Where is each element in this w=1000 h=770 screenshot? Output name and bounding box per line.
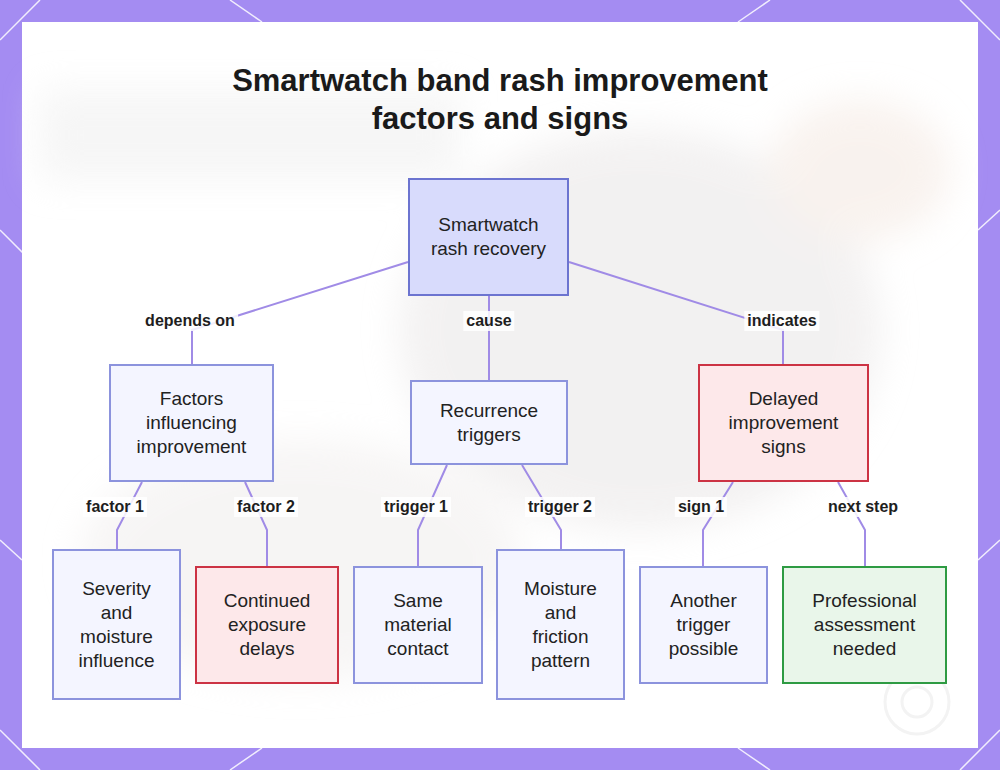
title-text: Smartwatch band rash improvement factors… <box>210 62 790 138</box>
edge-label: factor 1 <box>83 497 147 517</box>
edge-label: trigger 1 <box>381 497 451 517</box>
connector-line <box>703 482 733 566</box>
concept-box: Severity and moisture influence <box>52 549 181 700</box>
concept-box: Another trigger possible <box>639 566 768 684</box>
box-text: Same material contact <box>373 589 463 661</box>
diagram-title: Smartwatch band rash improvement factors… <box>210 62 790 138</box>
edge-label: depends on <box>142 311 238 331</box>
connector-line <box>488 296 490 380</box>
box-text: Delayed improvement signs <box>718 387 849 459</box>
box-text: Continued exposure delays <box>215 589 319 661</box>
concept-box: Factors influencing improvement <box>109 364 274 482</box>
connector-line <box>245 482 267 566</box>
box-text: Smartwatch rash recovery <box>428 213 549 261</box>
concept-box: Continued exposure delays <box>195 566 339 684</box>
concept-box: Moisture and friction pattern <box>496 549 625 700</box>
edge-label: sign 1 <box>675 497 727 517</box>
box-text: Another trigger possible <box>659 589 748 661</box>
edge-label: indicates <box>744 311 819 331</box>
edge-label: factor 2 <box>234 497 298 517</box>
concept-box: Recurrence triggers <box>410 380 568 465</box>
box-text: Recurrence triggers <box>430 399 548 447</box>
panel <box>22 22 978 748</box>
box-text: Severity and moisture influence <box>72 577 161 673</box>
box-text: Professional assessment needed <box>802 589 927 661</box>
box-text: Factors influencing improvement <box>129 387 254 459</box>
concept-box: Professional assessment needed <box>782 566 947 684</box>
concept-box: Smartwatch rash recovery <box>408 178 569 296</box>
box-text: Moisture and friction pattern <box>516 577 605 673</box>
concept-box: Same material contact <box>353 566 483 684</box>
edge-label: cause <box>463 311 514 331</box>
connector-line <box>838 482 865 566</box>
edge-label: next step <box>825 497 901 517</box>
edge-label: trigger 2 <box>525 497 595 517</box>
concept-box: Delayed improvement signs <box>698 364 869 482</box>
